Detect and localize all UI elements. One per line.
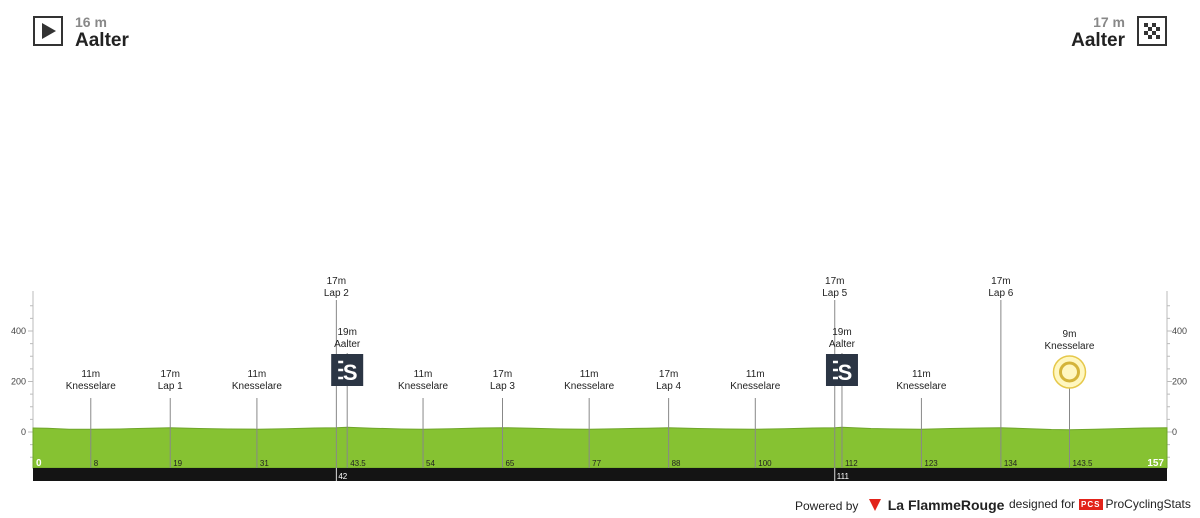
distance-base-bar [33,468,1167,481]
sprint-icon-letter: S [343,360,358,385]
finish-altitude: 17 m [1093,14,1125,30]
x-tick-label: 65 [505,459,514,468]
point-name-label: Knesselare [564,381,614,392]
point-name-label: Lap 2 [324,288,349,299]
x-tick-label: 111 [837,472,850,481]
point-name-label: Lap 6 [988,288,1013,299]
point-altitude-label: 17m [659,369,678,380]
sprint-icon [825,354,858,386]
y-tick-label-right: 0 [1172,427,1177,437]
point-altitude-label: 11m [248,369,267,380]
sprint-icon [331,354,364,386]
point-altitude-label: 17m [493,369,512,380]
point-altitude-label: 11m [580,369,599,380]
point-name-label: Aalter [334,339,361,350]
point-name-label: Knesselare [398,381,448,392]
point-name-label: Lap 1 [158,381,183,392]
elevation-area [32,426,1168,469]
x-tick-label: 134 [1004,459,1018,468]
sprint-icon-lines [832,360,838,380]
start-town: Aalter [75,30,129,51]
x-tick-label: 100 [758,459,772,468]
finish-town: Aalter [1071,30,1125,51]
brand-name: La FlammeRouge [887,497,1005,513]
powered-by-text: Powered by [795,499,859,513]
y-tick-label-right: 200 [1172,377,1187,387]
checkered-flag-icon [1137,16,1167,46]
point-altitude-label: 11m [912,369,931,380]
point-altitude-label: 11m [746,369,765,380]
pcs-logo-icon: PCS [1079,499,1103,510]
x-tick-start: 0 [36,458,42,469]
point-altitude-label: 11m [81,369,100,380]
x-tick-label: 42 [338,472,347,481]
x-tick-label: 88 [672,459,681,468]
flamme-rouge-logo-icon [868,499,881,511]
feed-zone-icon-ring [1058,361,1080,383]
point-name-label: Knesselare [66,381,116,392]
x-tick-label: 123 [924,459,938,468]
point-altitude-label: 17m [161,369,180,380]
x-tick-finish: 157 [1147,458,1164,469]
point-name-label: Knesselare [232,381,282,392]
point-altitude-label: 17m [825,276,844,287]
x-tick-label: 77 [592,459,601,468]
point-name-label: Lap 3 [490,381,515,392]
sprint-icon-lines [338,360,344,380]
feed-zone-icon [1052,355,1087,389]
powered-by: Powered by La FlammeRouge [795,497,1004,513]
point-altitude-label: 9m [1063,329,1077,340]
y-tick-label-left: 400 [11,326,26,336]
sprint-icon-letter: S [838,360,853,385]
x-tick-label: 112 [845,459,858,468]
point-name-label: Knesselare [1044,341,1094,352]
point-name-label: Knesselare [896,381,946,392]
start-altitude: 16 m [75,14,107,30]
y-tick-label-right: 400 [1172,326,1187,336]
point-name-label: Lap 5 [822,288,847,299]
designed-for-text: designed for [1009,497,1076,511]
point-altitude-label: 19m [337,327,356,338]
x-tick-label: 31 [260,459,269,468]
x-tick-label: 19 [173,459,182,468]
point-altitude-label: 17m [991,276,1010,287]
y-tick-label-left: 0 [21,427,26,437]
point-altitude-label: 19m [832,327,851,338]
x-tick-label: 54 [426,459,435,468]
play-icon [33,16,63,46]
point-name-label: Lap 4 [656,381,681,392]
y-tick-label-left: 200 [11,377,26,387]
x-tick-label: 8 [94,459,99,468]
point-altitude-label: 17m [327,276,346,287]
point-name-label: Aalter [829,339,856,350]
point-altitude-label: 11m [414,369,433,380]
x-tick-label: 143.5 [1072,459,1093,468]
point-name-label: Knesselare [730,381,780,392]
x-tick-label: 43.5 [350,459,366,468]
pcs-name: ProCyclingStats [1105,497,1191,511]
